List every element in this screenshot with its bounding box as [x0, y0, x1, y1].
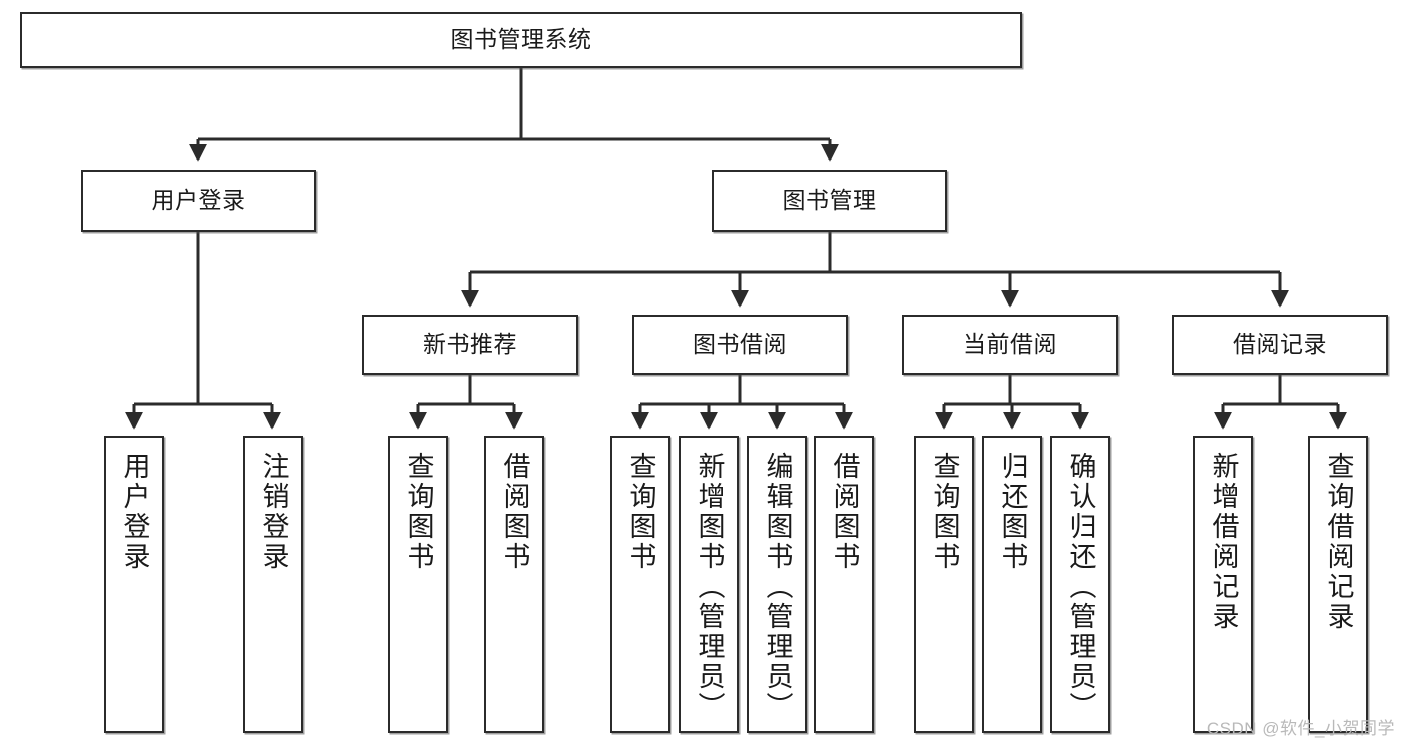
node-label: 用户登录	[119, 452, 150, 572]
node-label: 借阅图书	[499, 452, 530, 572]
leaf-query-book-3[interactable]: 查询图书	[914, 436, 974, 733]
watermark-text: CSDN @软件_小贺同学	[1206, 719, 1395, 738]
leaf-edit-book[interactable]: 编辑图书（管理员）	[747, 436, 807, 733]
node-root-system[interactable]: 图书管理系统	[20, 12, 1022, 68]
leaf-add-book[interactable]: 新增图书（管理员）	[679, 436, 739, 733]
node-label: 查询图书	[403, 452, 434, 572]
node-label: 编辑图书（管理员）	[762, 452, 793, 722]
node-label: 用户登录	[151, 187, 246, 214]
node-label: 图书借阅	[693, 331, 787, 358]
node-label: 确认归还（管理员）	[1065, 452, 1096, 722]
node-label: 图书管理系统	[450, 26, 592, 53]
node-label: 新增图书（管理员）	[694, 452, 725, 722]
node-borrow-record[interactable]: 借阅记录	[1172, 315, 1388, 375]
leaf-user-logout[interactable]: 注销登录	[243, 436, 303, 733]
node-new-book-rec[interactable]: 新书推荐	[362, 315, 578, 375]
node-label: 查询图书	[929, 452, 960, 572]
node-label: 查询借阅记录	[1323, 452, 1354, 632]
node-label: 归还图书	[997, 452, 1028, 572]
leaf-borrow-book-2[interactable]: 借阅图书	[814, 436, 874, 733]
node-user-login[interactable]: 用户登录	[81, 170, 316, 232]
leaf-add-record[interactable]: 新增借阅记录	[1193, 436, 1253, 733]
node-label: 查询图书	[625, 452, 656, 572]
node-current-borrow[interactable]: 当前借阅	[902, 315, 1118, 375]
node-label: 图书管理	[782, 187, 877, 214]
node-label: 当前借阅	[963, 331, 1057, 358]
leaf-confirm-return[interactable]: 确认归还（管理员）	[1050, 436, 1110, 733]
leaf-borrow-book-1[interactable]: 借阅图书	[484, 436, 544, 733]
node-label: 注销登录	[258, 452, 289, 572]
node-book-manage[interactable]: 图书管理	[712, 170, 947, 232]
node-label: 新书推荐	[423, 331, 517, 358]
leaf-return-book[interactable]: 归还图书	[982, 436, 1042, 733]
leaf-query-book-2[interactable]: 查询图书	[610, 436, 670, 733]
leaf-user-login[interactable]: 用户登录	[104, 436, 164, 733]
leaf-query-record[interactable]: 查询借阅记录	[1308, 436, 1368, 733]
leaf-query-book-1[interactable]: 查询图书	[388, 436, 448, 733]
node-label: 借阅图书	[829, 452, 860, 572]
node-book-borrow[interactable]: 图书借阅	[632, 315, 848, 375]
node-label: 新增借阅记录	[1208, 452, 1239, 632]
node-label: 借阅记录	[1233, 331, 1327, 358]
